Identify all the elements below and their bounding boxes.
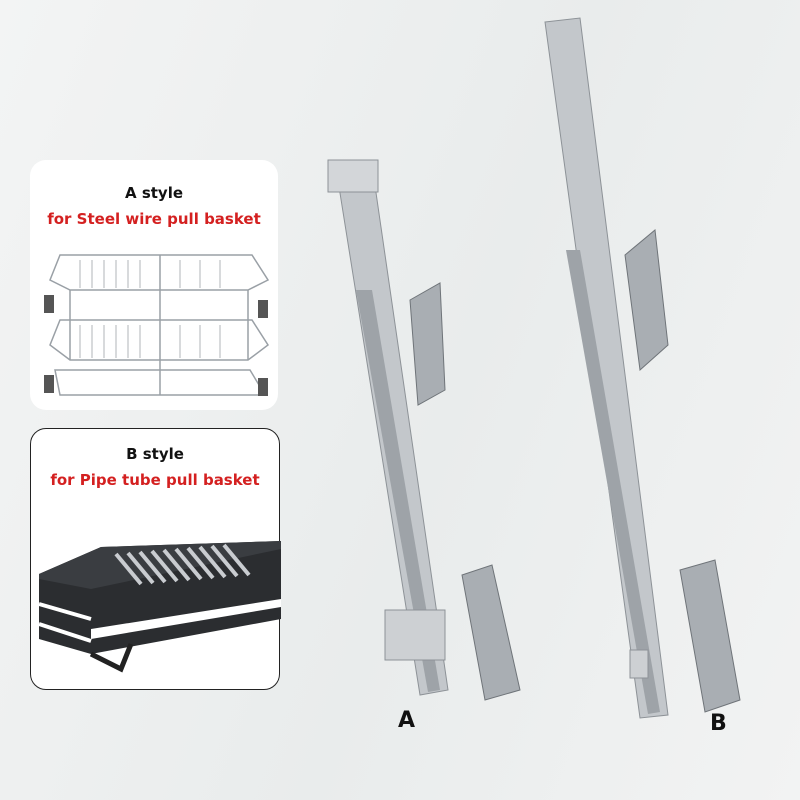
slide-b — [544, 17, 741, 719]
pipe-tube-basket-image — [38, 541, 281, 673]
style-b-title: B style — [126, 445, 184, 463]
style-a-title: A style — [124, 184, 184, 202]
slide-a-label: A — [398, 708, 416, 733]
style-a-subtitle: for Steel wire pull basket — [47, 210, 261, 228]
slide-a — [327, 159, 521, 701]
slide-b-label: B — [710, 711, 727, 736]
style-b-subtitle: for Pipe tube pull basket — [50, 471, 260, 489]
steel-wire-basket-image — [44, 254, 270, 396]
style-b-card: B style for Pipe tube pull basket — [30, 428, 281, 690]
style-a-card: A style for Steel wire pull basket — [30, 160, 278, 410]
